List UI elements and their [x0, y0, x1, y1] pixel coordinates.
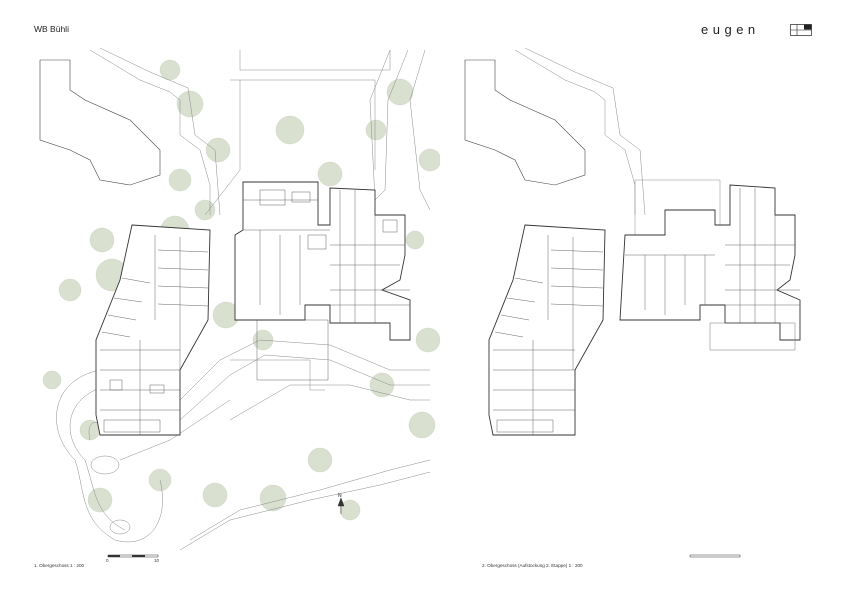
site-lines	[39, 47, 431, 551]
east-building-rooms	[625, 188, 800, 323]
building-west-wing	[488, 224, 606, 436]
scale-bar	[107, 554, 159, 558]
building-west-wing	[95, 224, 211, 436]
eugen-logo-mark-icon	[790, 24, 812, 36]
north-arrow	[337, 497, 345, 514]
west-wing-rooms	[100, 235, 209, 435]
scale-bar	[689, 554, 741, 558]
floor-plan-1-og	[39, 47, 440, 558]
plan-caption-left: 1. Obergeschoss 1 : 200	[34, 563, 85, 568]
north-label: N	[338, 493, 342, 499]
scale-end: 10	[154, 558, 160, 563]
site-lines	[464, 47, 721, 236]
room-label: ·	[258, 182, 259, 185]
east-building-rooms	[243, 189, 410, 323]
scale-start: 0	[106, 558, 109, 563]
west-wing-rooms	[493, 235, 604, 435]
project-title: WB Bühli	[34, 24, 69, 34]
building-east	[234, 181, 411, 341]
floor-plan-2-og	[464, 47, 801, 558]
building-east	[619, 184, 801, 351]
plan-caption-right: 2. Obergeschoss (Aufstockung 2. Etappe) …	[482, 563, 583, 568]
brand-name: eugen	[701, 22, 760, 37]
